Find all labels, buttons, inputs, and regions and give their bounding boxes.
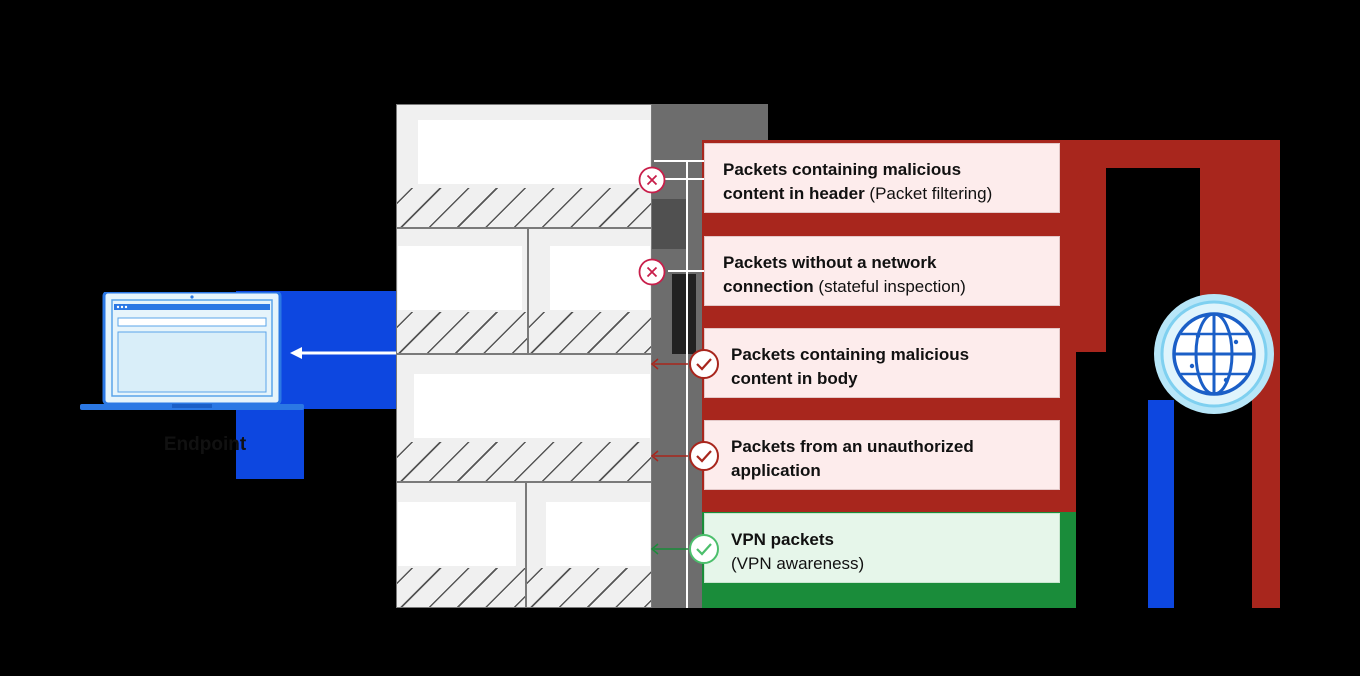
- rule-note: (VPN awareness): [731, 554, 865, 573]
- rule-note: (stateful inspection): [818, 277, 966, 296]
- rule-title-cont: content in header: [723, 184, 865, 203]
- rule-title-cont: content in body: [731, 369, 858, 388]
- check-icon: [688, 533, 720, 570]
- blocked-x-icon: [638, 258, 666, 291]
- arrow-to-endpoint: [290, 346, 396, 360]
- rule-title: Packets containing malicious: [723, 160, 962, 179]
- rule-title-cont: connection: [723, 277, 814, 296]
- pass-arrow-green: [650, 542, 690, 560]
- endpoint-backdrop-lower: [236, 409, 304, 479]
- incoming-arrow: [1076, 168, 1106, 193]
- endpoint-label: Endpoint: [163, 434, 247, 455]
- internet-path-blue: [1148, 400, 1174, 608]
- rule-note: (Packet filtering): [869, 184, 993, 203]
- rule-card-vpn: VPN packets (VPN awareness): [704, 513, 1060, 583]
- rule-title-cont: application: [731, 461, 821, 480]
- rule-title: Packets containing malicious: [731, 345, 970, 364]
- rule-card-body-content: Packets containing malicious content in …: [704, 328, 1060, 398]
- check-icon: [688, 348, 720, 385]
- rule-title: VPN packets: [731, 530, 834, 549]
- rule-title: Packets from an unauthorized: [731, 437, 974, 456]
- blocked-x-icon: [638, 166, 666, 199]
- rule-card-unauthorized-app: Packets from an unauthorized application: [704, 420, 1060, 490]
- pass-arrow-red: [650, 449, 690, 467]
- rule-card-header-filter: Packets containing malicious content in …: [704, 143, 1060, 213]
- rule-card-stateful: Packets without a network connection (st…: [704, 236, 1060, 306]
- check-icon: [688, 440, 720, 477]
- laptop-icon: [80, 290, 304, 416]
- globe-icon: [1146, 292, 1282, 433]
- pass-arrow-red: [650, 357, 690, 375]
- rule-title: Packets without a network: [723, 253, 937, 272]
